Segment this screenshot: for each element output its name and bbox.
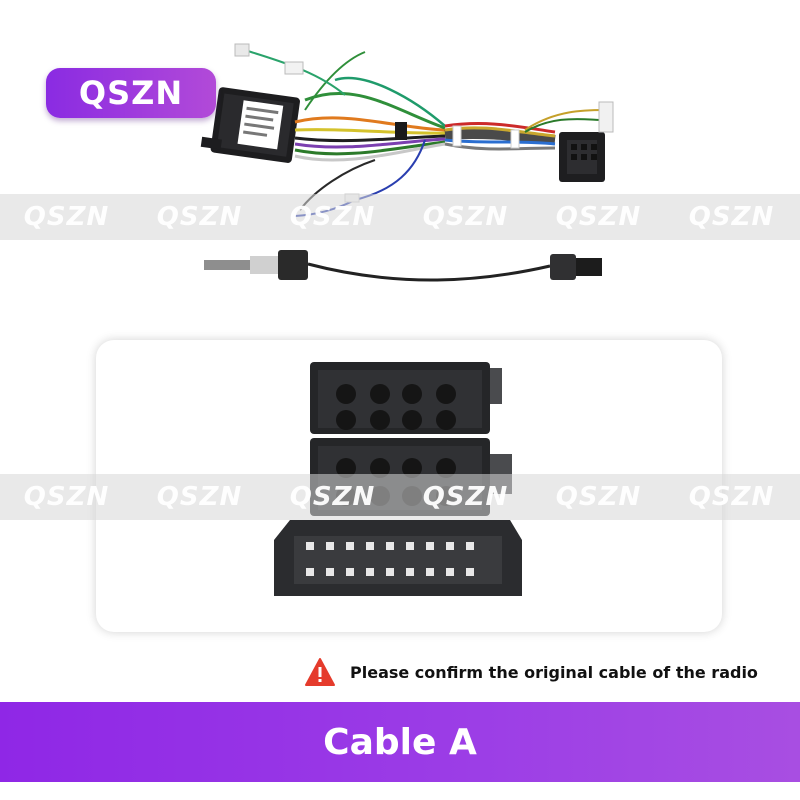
watermark-text: QSZN	[422, 482, 509, 512]
watermark-text: QSZN	[555, 202, 642, 232]
cable-type-banner: Cable A	[0, 702, 800, 782]
watermark-text: QSZN	[156, 202, 243, 232]
warning-triangle-icon	[305, 658, 335, 686]
watermark-text: QSZN	[555, 482, 642, 512]
watermark-text: QSZN	[688, 482, 775, 512]
watermark-text: QSZN	[23, 202, 110, 232]
warning-text: Please confirm the original cable of the…	[350, 662, 758, 682]
antenna-adapter-image	[204, 250, 602, 282]
watermark-text: QSZN	[422, 202, 509, 232]
watermark-text: QSZN	[289, 482, 376, 512]
watermark-strip-middle: QSZN QSZN QSZN QSZN QSZN QSZN	[0, 474, 800, 520]
wiring-harness-image	[200, 43, 614, 217]
warning-notice: Please confirm the original cable of the…	[304, 656, 758, 688]
watermark-text: QSZN	[23, 482, 110, 512]
watermark-text: QSZN	[156, 482, 243, 512]
watermark-text: QSZN	[688, 202, 775, 232]
watermark-strip-top: QSZN QSZN QSZN QSZN QSZN QSZN	[0, 194, 800, 240]
cable-type-title: Cable A	[323, 721, 477, 763]
watermark-text: QSZN	[289, 202, 376, 232]
brand-logo-badge: QSZN	[46, 68, 216, 118]
